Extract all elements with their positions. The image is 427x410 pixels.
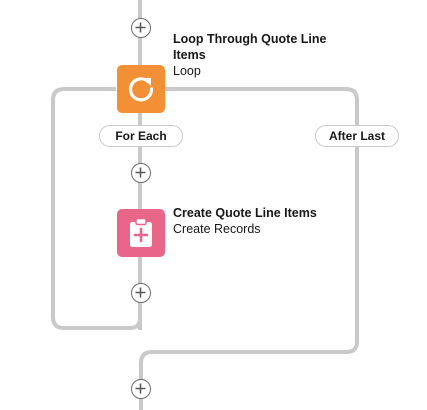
loop-element-title: Loop Through Quote Line Items — [173, 32, 327, 62]
create-records-element-type: Create Records — [173, 222, 261, 236]
connector-loop-back — [51, 87, 142, 330]
add-element-button[interactable] — [131, 163, 151, 183]
add-icon — [135, 287, 146, 298]
add-element-button[interactable] — [131, 379, 151, 399]
for-each-path-label[interactable]: For Each — [99, 125, 183, 147]
loop-element-label[interactable]: Loop Through Quote Line Items Loop — [173, 31, 348, 79]
connector-after-last — [139, 87, 359, 410]
add-icon — [135, 167, 146, 178]
create-records-element-label[interactable]: Create Quote Line Items Create Records — [173, 205, 353, 237]
create-records-element-title: Create Quote Line Items — [173, 206, 317, 220]
create-records-element-icon[interactable] — [117, 209, 165, 257]
clipboard-add-icon — [130, 217, 152, 247]
add-element-button[interactable] — [131, 283, 151, 303]
after-last-path-label[interactable]: After Last — [315, 125, 399, 147]
add-element-button[interactable] — [131, 18, 151, 38]
loop-element-icon[interactable] — [117, 65, 165, 113]
add-icon — [135, 383, 146, 394]
loop-element-type: Loop — [173, 64, 201, 78]
refresh-icon — [128, 77, 154, 102]
add-icon — [135, 22, 146, 33]
